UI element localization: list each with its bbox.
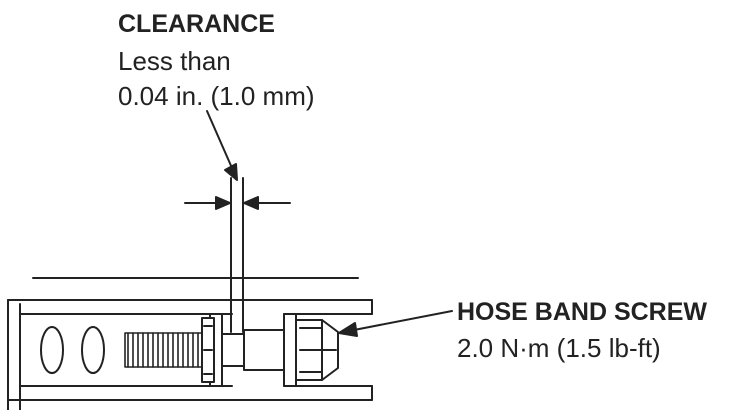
screw-title: HOSE BAND SCREW xyxy=(457,298,708,326)
screw-thread xyxy=(124,332,211,368)
screw-shaft xyxy=(221,329,285,371)
band-nut xyxy=(201,317,215,383)
clearance-value: 0.04 in. (1.0 mm) xyxy=(118,81,315,111)
screw-torque: 2.0 N·m (1.5 lb-ft) xyxy=(457,333,661,363)
band-slot-1 xyxy=(40,326,64,374)
clearance-title: CLEARANCE xyxy=(118,10,275,38)
clearance-dimension-arrows xyxy=(184,196,291,210)
clearance-leader xyxy=(206,110,238,181)
screw-leader xyxy=(338,310,453,337)
screw-head xyxy=(295,319,339,381)
clearance-line-1: Less than xyxy=(118,46,231,76)
band-slot-2 xyxy=(81,326,105,374)
